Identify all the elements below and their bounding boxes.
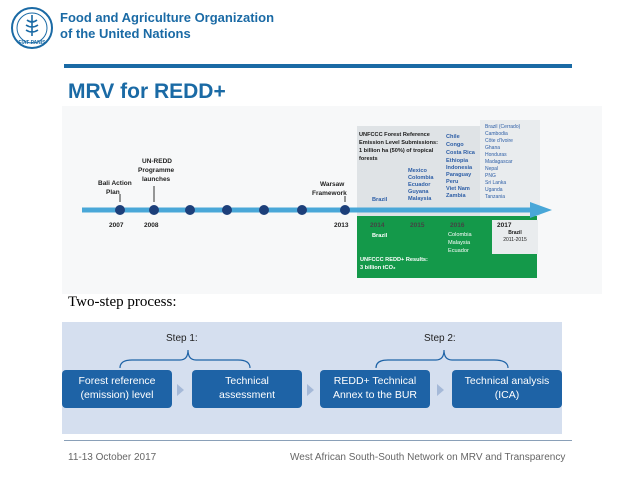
event-warsaw-line2: Framework	[312, 190, 347, 197]
process-box-technical-assessment: Technical assessment	[192, 370, 302, 408]
event-bali-line1: Bali Action	[98, 180, 132, 187]
footer-divider	[64, 440, 572, 441]
event-unredd-line1: UN-REDD	[142, 158, 172, 165]
event-unredd-line3: launches	[142, 176, 171, 183]
col2016-bottom-1: Malaysia	[448, 240, 471, 246]
col2016-top-2: Costa Rica	[446, 150, 476, 156]
frel-header-line4: forests	[359, 156, 378, 162]
node-2013	[340, 205, 350, 215]
col2017-top-8: Sri Lanka	[485, 180, 506, 186]
year-2017: 2017	[497, 222, 512, 229]
year-2016: 2016	[450, 222, 465, 229]
year-2008: 2008	[144, 222, 159, 229]
node-2007	[115, 205, 125, 215]
col2017-bottom-0: Brazil	[508, 230, 522, 236]
col2015-top-0: Mexico	[408, 168, 428, 174]
col2017-top-1: Cambodia	[485, 131, 508, 137]
arrow-right-icon	[307, 384, 314, 396]
redd-timeline-graphic: Bali Action Plan UN-REDD Programme launc…	[62, 106, 602, 294]
col2016-bottom-0: Colombia	[448, 232, 473, 238]
frel-header-line3: 1 billion ha (50%) of tropical	[359, 148, 434, 154]
year-2015: 2015	[410, 222, 425, 229]
col2015-top-2: Ecuador	[408, 182, 431, 188]
year-2013: 2013	[334, 222, 349, 229]
process-box-frel: Forest reference (emission) level	[62, 370, 172, 408]
col2015-top-1: Colombia	[408, 175, 434, 181]
step1-label: Step 1:	[166, 333, 198, 344]
event-unredd-line2: Programme	[138, 167, 175, 174]
col2017-top-0: Brazil (Cerrado)	[485, 124, 521, 130]
col2016-top-4: Indonesia	[446, 165, 473, 171]
process-box-technical-analysis: Technical analysis (ICA)	[452, 370, 562, 408]
arrow-right-icon	[177, 384, 184, 396]
col2017-top-4: Honduras	[485, 152, 507, 158]
footer-event-title: West African South-South Network on MRV …	[290, 452, 566, 463]
results-panel-2017	[492, 220, 538, 254]
col2015-top-4: Malaysia	[408, 196, 432, 202]
col2017-top-5: Madagascar	[485, 159, 513, 165]
frel-header-line1: UNFCCC Forest Reference	[359, 132, 430, 138]
col2017-top-2: Côte d'Ivoire	[485, 138, 513, 144]
svg-text:FIAT PANIS: FIAT PANIS	[18, 40, 46, 46]
col2016-top-5: Paraguay	[446, 172, 472, 178]
org-name-line1: Food and Agriculture Organization	[60, 10, 275, 25]
col2016-top-3: Ethiopia	[446, 158, 469, 164]
slide-title: MRV for REDD+	[68, 80, 226, 103]
step2-brace	[375, 349, 509, 369]
event-warsaw-line1: Warsaw	[320, 181, 345, 188]
col2016-top-8: Zambia	[446, 193, 466, 199]
col2017-top-10: Tanzania	[485, 194, 505, 200]
event-bali-line2: Plan	[106, 189, 120, 196]
step-brackets	[119, 349, 509, 369]
year-2007: 2007	[109, 222, 124, 229]
col2016-top-6: Peru	[446, 179, 459, 185]
org-name-line2: of the United Nations	[60, 26, 191, 41]
node-2012	[297, 205, 307, 215]
header-divider	[64, 64, 572, 68]
col2016-top-1: Congo	[446, 142, 464, 148]
two-step-heading: Two-step process:	[68, 294, 177, 310]
col2014-bottom-0: Brazil	[372, 233, 388, 239]
results-label-line2: 3 billion tCO₂	[360, 265, 396, 271]
col2017-top-9: Uganda	[485, 187, 503, 193]
fao-logo-icon: FIAT PANIS	[11, 7, 53, 49]
results-label-line1: UNFCCC REDD+ Results:	[360, 257, 428, 263]
node-2009	[185, 205, 195, 215]
col2014-top-0: Brazil	[372, 197, 388, 203]
col2017-bottom-1: 2011-2015	[503, 237, 527, 243]
node-2010	[222, 205, 232, 215]
col2016-bottom-2: Ecuador	[448, 248, 469, 254]
col2016-top-0: Chile	[446, 134, 460, 140]
step2-label: Step 2:	[424, 333, 456, 344]
footer-date: 11-13 October 2017	[68, 452, 157, 463]
col2015-top-3: Guyana	[408, 189, 429, 195]
timeline-nodes	[115, 205, 350, 215]
col2016-top-7: Viet Nam	[446, 186, 470, 192]
col2017-top-7: PNG	[485, 173, 496, 179]
timeline-arrow-head	[530, 202, 552, 218]
year-2014: 2014	[370, 222, 385, 229]
panel-2017	[480, 120, 540, 216]
process-box-technical-annex: REDD+ Technical Annex to the BUR	[320, 370, 430, 408]
frel-header-line2: Emission Level Submissions:	[359, 140, 438, 146]
node-2008	[149, 205, 159, 215]
col2017-top-6: Nepal	[485, 166, 498, 172]
col2017-top-3: Ghana	[485, 145, 500, 151]
node-2011	[259, 205, 269, 215]
process-band: Step 1: Step 2: Forest reference (emissi…	[62, 322, 562, 434]
step1-brace	[119, 349, 251, 369]
arrow-right-icon	[437, 384, 444, 396]
